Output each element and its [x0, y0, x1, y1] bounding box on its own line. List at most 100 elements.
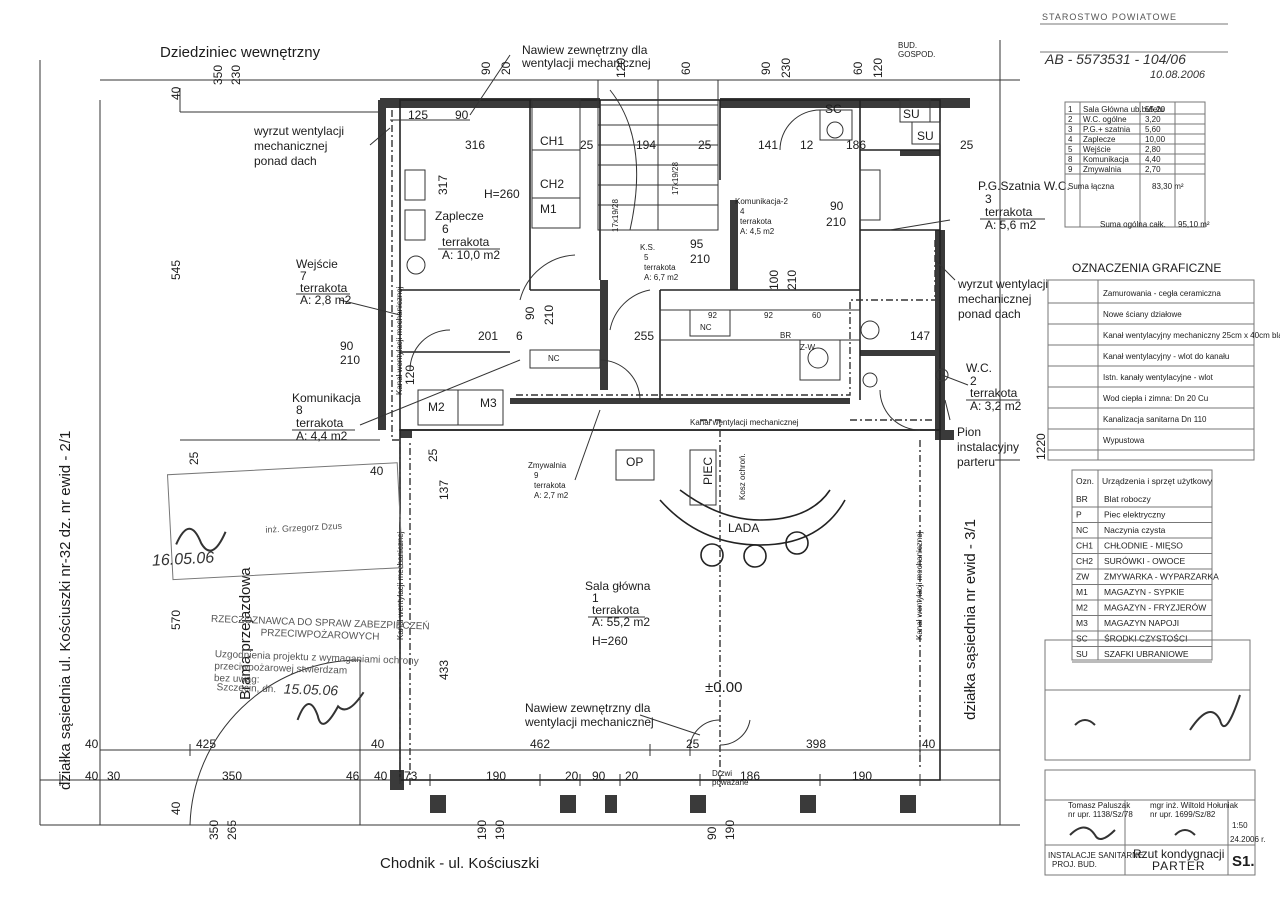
dim: 90: [340, 339, 354, 353]
dim: 25: [686, 737, 700, 751]
dim: 90: [523, 306, 537, 320]
equip-row-code: M3: [1076, 618, 1088, 628]
vent-bottom-label: Nawiew zewnętrzny dla wentylacji mechani…: [524, 701, 654, 729]
equip-row-desc: SZAFKI UBRANIOWE: [1104, 649, 1189, 659]
legend-item-label: Nowe ściany działowe: [1103, 310, 1182, 319]
dim: 25: [960, 138, 974, 152]
dim: 350: [222, 769, 242, 783]
room-tag: K.S. 5 terrakota A: 6,7 m2: [640, 243, 679, 282]
room-floor: terrakota: [970, 386, 1018, 400]
dim: 210: [785, 270, 799, 290]
duct-label-1: Kanał wentylacji mechanicznej: [690, 418, 799, 427]
equip-m3: M3: [480, 396, 497, 410]
area-row-value: 3,20: [1145, 115, 1161, 124]
dim: 1220: [1034, 433, 1048, 460]
stamp-case-number: AB - 5573531 - 104/06: [1044, 51, 1186, 67]
dim: 95: [690, 237, 704, 251]
room-number: 6: [442, 222, 449, 236]
dim: 141: [758, 138, 778, 152]
room-tag: Komunikacja 8 terrakota A: 4,4 m2: [292, 391, 361, 443]
dim: 230: [229, 65, 243, 85]
vent-top-line2: wentylacji mechanicznej: [521, 56, 651, 70]
height-upper: H=260: [484, 187, 520, 201]
stairs-label-2: 17x19/28: [671, 162, 680, 195]
equip-row-code: CH2: [1076, 556, 1093, 566]
bud-label: BUD.GOSPOD.: [898, 41, 935, 59]
dim: 210: [340, 353, 360, 367]
dim: 40: [374, 769, 388, 783]
vent-bottom-line1: Nawiew zewnętrzny dla: [525, 701, 651, 715]
dim: 40: [169, 86, 183, 100]
equip-row-code: BR: [1076, 494, 1088, 504]
driveway-label: Brama przejazdowa: [237, 567, 254, 700]
dim: 40: [169, 801, 183, 815]
room-number: 9: [534, 471, 539, 480]
room-number: 7: [300, 269, 307, 283]
dimension-texts: 90 20 120 60 90 230 60 120 350 230 40 12…: [85, 58, 1048, 840]
stairs-label: 17x19/28: [611, 199, 620, 232]
equip-row-code: M1: [1076, 587, 1088, 597]
area-row-name: Zmywalnia: [1083, 165, 1122, 174]
room-name: Sala główna: [585, 579, 651, 593]
dim: 570: [169, 610, 183, 630]
dim: 316: [465, 138, 485, 152]
room-floor: terrakota: [300, 281, 348, 295]
room-area: A: 10,0 m2: [442, 248, 500, 262]
dim: 190: [486, 769, 506, 783]
stamp-title: STAROSTWO POWIATOWE: [1042, 12, 1177, 22]
dim: 210: [826, 215, 846, 229]
fire-stamp-date: 15.05.06: [283, 680, 338, 698]
area-row-number: 4: [1068, 135, 1073, 144]
dim: 20: [499, 61, 513, 75]
room-number: 8: [296, 403, 303, 417]
legend-title: OZNACZENIA GRAFICZNE: [1072, 261, 1221, 275]
room-area: A: 2,8 m2: [300, 293, 352, 307]
room-tag: Komunikacja-2 4 terrakota A: 4,5 m2: [735, 197, 788, 236]
area-row-value: 5,60: [1145, 125, 1161, 134]
dim: 190: [723, 820, 737, 840]
equip-nc-2: NC: [700, 323, 712, 332]
room-tag: Zaplecze 6 terrakota A: 10,0 m2: [435, 209, 500, 262]
area-row-name: Komunikacja: [1083, 155, 1129, 164]
equip-row-desc: ZMYWARKA - WYPARZARKA: [1104, 572, 1219, 582]
vent-bottom-line2: wentylacji mechanicznej: [524, 715, 654, 729]
dim: 90: [592, 769, 606, 783]
room-floor: terrakota: [985, 205, 1033, 219]
starostwo-stamp: STAROSTWO POWIATOWE AB - 5573531 - 104/0…: [1040, 12, 1228, 81]
area-sum-value: 83,30 m²: [1152, 182, 1184, 191]
safety-stamp: inż. Grzegorz Dzus 16.05.06: [152, 462, 404, 581]
area-row-number: 9: [1068, 165, 1073, 174]
fire-stamp-city: Szczecin, dn.: [216, 682, 276, 695]
legend-item-label: Zamurowania - cegła ceramiczna: [1103, 289, 1221, 298]
dim: 92: [708, 311, 717, 320]
equip-m1: M1: [540, 202, 557, 216]
fire-safety-stamp: RZECZOZNAWCA DO SPRAW ZABEZPIECZEŃ PRZEC…: [211, 612, 430, 725]
room-area: A: 2,7 m2: [534, 491, 569, 500]
dim: 90: [455, 108, 469, 122]
dim: 230: [779, 58, 793, 78]
dim: 60: [679, 61, 693, 75]
right-plot-label: działka sąsiednia nr ewid - 3/1: [962, 519, 979, 720]
area-row-name: Wejście: [1083, 145, 1111, 154]
title-sheet-number: S1.: [1232, 853, 1255, 870]
dim: 60: [851, 61, 865, 75]
room-area: A: 4,4 m2: [296, 429, 348, 443]
equip-table-header-desc: Urządzenia i sprzęt użytkowy: [1102, 476, 1213, 486]
area-row-number: 3: [1068, 125, 1073, 134]
dim: 120: [614, 58, 628, 78]
dim: 398: [806, 737, 826, 751]
duct-label-2: Kanał wentylacji mechanicznej: [396, 531, 405, 640]
level-label: ±0.00: [705, 679, 742, 696]
room-floor: terrakota: [534, 481, 566, 490]
equip-row-desc: CHŁODNIE - MIĘSO: [1104, 541, 1183, 551]
exhaust-right-label: wyrzut wentylacji mechanicznej ponad dac…: [957, 277, 1051, 321]
lada-label: LADA: [728, 521, 759, 535]
room-number: 3: [985, 192, 992, 206]
room-floor: terrakota: [740, 217, 772, 226]
area-row-value: 4,40: [1145, 155, 1161, 164]
room-tag: W.C. 2 terrakota A: 3,2 m2: [966, 361, 1022, 413]
